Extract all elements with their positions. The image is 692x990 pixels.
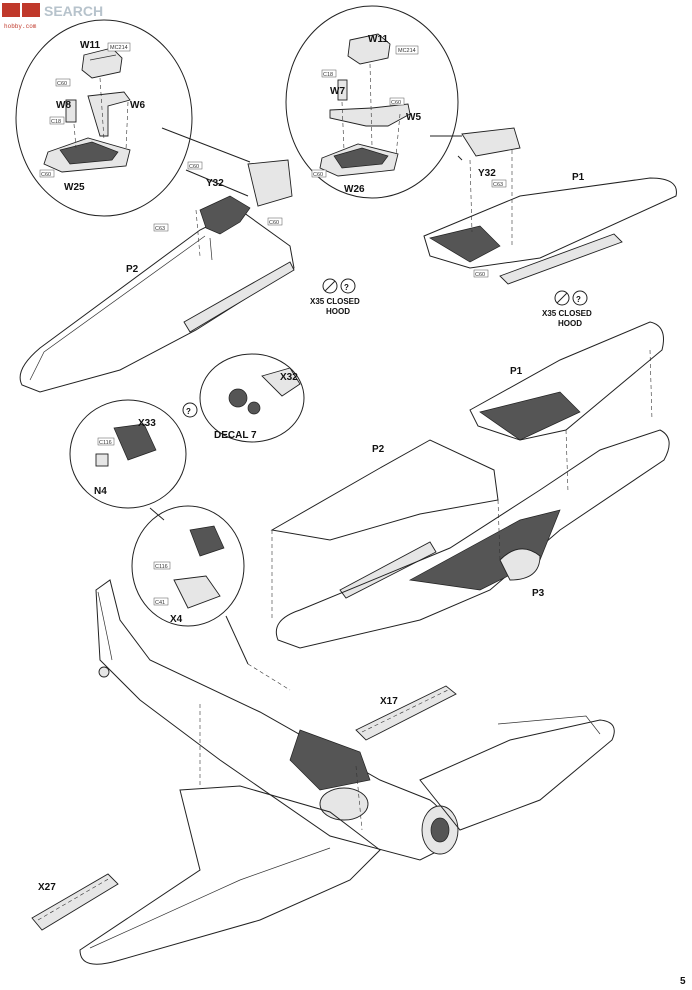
- label-n4: N4: [94, 486, 107, 497]
- tag-c63-left: C63: [155, 226, 165, 232]
- tag-c116-b: C116: [155, 564, 168, 570]
- fuselage-assembly: [31, 579, 615, 965]
- label-y32-left: Y32: [206, 178, 224, 189]
- tag-mc214-right: MC214: [398, 48, 416, 54]
- tag-c60-g: C60: [475, 272, 485, 278]
- label-decal-7: DECAL 7: [214, 430, 257, 441]
- detail-circle-x4: [131, 505, 245, 627]
- tag-c60-b: C60: [41, 172, 51, 178]
- label-p1-top: P1: [572, 172, 585, 183]
- label-p1-mid: P1: [510, 366, 523, 377]
- detail-circle-right: [285, 5, 459, 199]
- page-number: 5: [680, 976, 686, 987]
- tag-c18-b: C18: [323, 72, 333, 78]
- w8-part: [65, 99, 77, 123]
- label-x33: X33: [138, 418, 156, 429]
- svg-text:?: ?: [576, 295, 581, 304]
- svg-text:?: ?: [186, 407, 191, 416]
- x4-part: [173, 575, 221, 609]
- tag-c41: C41: [155, 600, 165, 606]
- tag-c60-d: C60: [313, 172, 323, 178]
- label-w11-right: W11: [368, 34, 388, 45]
- x32-part: [261, 367, 301, 397]
- label-w6: W6: [130, 100, 145, 111]
- label-p2-top: P2: [126, 264, 139, 275]
- detail-circle-left: [15, 19, 193, 217]
- label-x27: X27: [38, 882, 56, 893]
- seat-back-left: [247, 159, 293, 207]
- tag-c116-a: C116: [99, 440, 112, 446]
- tag-c60-c: C60: [391, 100, 401, 106]
- w5-part: [329, 103, 411, 127]
- tag-c60-a: C60: [57, 81, 67, 87]
- wing-p1-top: [423, 127, 677, 285]
- tag-c60-f: C60: [269, 220, 279, 226]
- label-w11-left: W11: [80, 40, 100, 51]
- x33-part: [113, 423, 157, 461]
- x17-part: [355, 685, 457, 741]
- watermark-logo: [2, 3, 20, 17]
- paint-icon: [322, 278, 338, 294]
- seat-back-right: [461, 127, 521, 157]
- w7-part: [337, 79, 348, 101]
- w11-part-right: [347, 33, 391, 65]
- watermark-url: hobby.com: [4, 23, 37, 30]
- w6-part: [87, 91, 131, 137]
- label-p2-mid: P2: [372, 444, 385, 455]
- detail-circle-x33: [69, 399, 187, 509]
- paint-icon: [554, 290, 570, 306]
- label-x4: X4: [170, 614, 183, 625]
- tag-c63-right: C63: [493, 182, 503, 188]
- tag-c18-a: C18: [51, 119, 61, 125]
- label-y32-right: Y32: [478, 168, 496, 179]
- w11-part: [81, 47, 123, 79]
- x27-part: [31, 873, 119, 931]
- label-x32: X32: [280, 372, 298, 383]
- n4-part: [95, 453, 109, 467]
- question-icon: ?: [572, 290, 588, 306]
- tail-wheel: [98, 666, 110, 678]
- watermark: SEARCH hobby.com: [2, 3, 103, 30]
- label-w26: W26: [344, 184, 365, 195]
- svg-text:?: ?: [344, 283, 349, 292]
- tag-c60-e: C60: [189, 164, 199, 170]
- question-icon: ?: [340, 278, 356, 294]
- label-w5: W5: [406, 112, 421, 123]
- wing-p2-top: [19, 159, 295, 393]
- watermark-logo-2: [22, 3, 40, 17]
- label-p3: P3: [532, 588, 545, 599]
- tag-mc214-left: MC214: [110, 45, 128, 51]
- label-x17: X17: [380, 696, 398, 707]
- watermark-brand: SEARCH: [44, 3, 103, 19]
- question-icon: ?: [182, 402, 198, 418]
- label-w7: W7: [330, 86, 345, 97]
- label-hood-left: HOOD: [326, 307, 350, 316]
- label-x35-left: X35 CLOSED: [310, 297, 360, 306]
- detail-circle-decal: [199, 353, 305, 443]
- label-hood-right: HOOD: [558, 319, 582, 328]
- label-w8: W8: [56, 100, 71, 111]
- label-w25: W25: [64, 182, 85, 193]
- label-x35-right: X35 CLOSED: [542, 309, 592, 318]
- wing-assembly-middle: [270, 321, 670, 649]
